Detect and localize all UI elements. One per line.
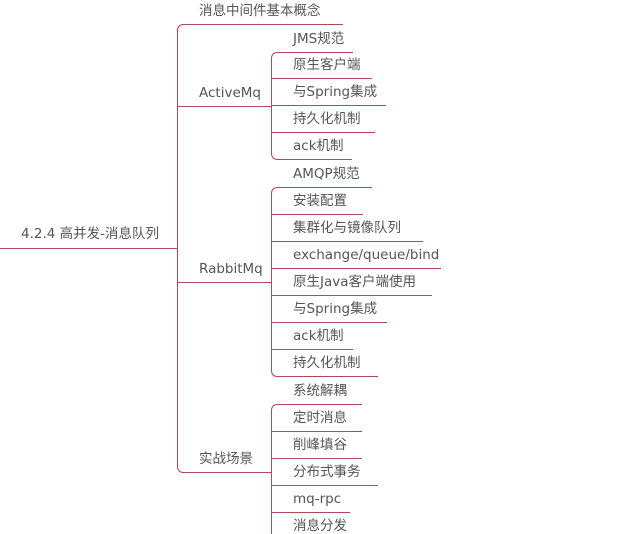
activemq-child[interactable]: 原生客户端 bbox=[293, 57, 361, 73]
rabbitmq-child[interactable]: 与Spring集成 bbox=[293, 301, 378, 317]
spine bbox=[177, 30, 178, 466]
scenarios-child-line bbox=[277, 404, 362, 405]
branch-scenarios-line bbox=[183, 472, 271, 473]
rabbitmq-child-line bbox=[271, 241, 423, 242]
branch-rabbitmq-line bbox=[177, 282, 271, 283]
branch-activemq[interactable]: ActiveMq bbox=[199, 85, 261, 101]
activemq-corner-top bbox=[271, 52, 278, 59]
activemq-child[interactable]: ack机制 bbox=[293, 138, 344, 154]
rabbitmq-child[interactable]: 原生Java客户端使用 bbox=[293, 274, 417, 290]
spine-corner-bottom bbox=[177, 466, 184, 473]
rabbitmq-child[interactable]: 集群化与镜像队列 bbox=[293, 220, 401, 236]
root-node[interactable]: 4.2.4 高并发-消息队列 bbox=[21, 226, 160, 242]
activemq-child[interactable]: 与Spring集成 bbox=[293, 84, 378, 100]
branch-activemq-line bbox=[177, 106, 271, 107]
scenarios-child[interactable]: 分布式事务 bbox=[293, 464, 361, 480]
scenarios-child[interactable]: 消息分发 bbox=[293, 518, 347, 534]
rabbitmq-child-line bbox=[271, 322, 387, 323]
rabbitmq-child[interactable]: 安装配置 bbox=[293, 193, 347, 209]
activemq-child-line bbox=[277, 52, 353, 53]
branch-rabbitmq[interactable]: RabbitMq bbox=[199, 261, 263, 277]
scenarios-spine bbox=[271, 410, 272, 534]
scenarios-child[interactable]: 削峰填谷 bbox=[293, 437, 347, 453]
rabbitmq-child-line bbox=[277, 376, 378, 377]
rabbitmq-child-line bbox=[271, 349, 353, 350]
spine-corner-top bbox=[177, 24, 184, 31]
scenarios-child-line bbox=[271, 458, 362, 459]
root-connector bbox=[0, 248, 177, 249]
rabbitmq-child[interactable]: exchange/queue/bind bbox=[293, 247, 440, 263]
scenarios-child-line bbox=[271, 485, 378, 486]
rabbitmq-child[interactable]: ack机制 bbox=[293, 328, 344, 344]
scenarios-corner-top bbox=[271, 404, 278, 411]
scenarios-child[interactable]: 定时消息 bbox=[293, 410, 347, 426]
rabbitmq-spine bbox=[271, 193, 272, 370]
rabbitmq-child-line bbox=[271, 214, 363, 215]
rabbitmq-corner-bottom bbox=[271, 370, 278, 377]
scenarios-child-line bbox=[271, 431, 362, 432]
scenarios-child-line bbox=[271, 512, 350, 513]
rabbitmq-child-line bbox=[271, 268, 441, 269]
scenarios-child[interactable]: 系统解耦 bbox=[293, 383, 347, 399]
scenarios-child[interactable]: mq-rpc bbox=[293, 491, 342, 507]
rabbitmq-child-line bbox=[277, 187, 372, 188]
activemq-corner-bottom bbox=[271, 153, 278, 160]
rabbitmq-corner-top bbox=[271, 187, 278, 194]
activemq-child-line bbox=[277, 159, 352, 160]
rabbitmq-child[interactable]: 持久化机制 bbox=[293, 355, 361, 371]
branch-concepts[interactable]: 消息中间件基本概念 bbox=[199, 3, 321, 19]
activemq-child-line bbox=[271, 105, 386, 106]
activemq-child-line bbox=[271, 78, 372, 79]
branch-scenarios[interactable]: 实战场景 bbox=[199, 451, 253, 467]
branch-concepts-line bbox=[183, 24, 343, 25]
activemq-child-line bbox=[271, 132, 375, 133]
rabbitmq-child[interactable]: AMQP规范 bbox=[293, 166, 360, 182]
rabbitmq-child-line bbox=[271, 295, 432, 296]
activemq-child[interactable]: 持久化机制 bbox=[293, 111, 361, 127]
activemq-child[interactable]: JMS规范 bbox=[293, 31, 345, 47]
